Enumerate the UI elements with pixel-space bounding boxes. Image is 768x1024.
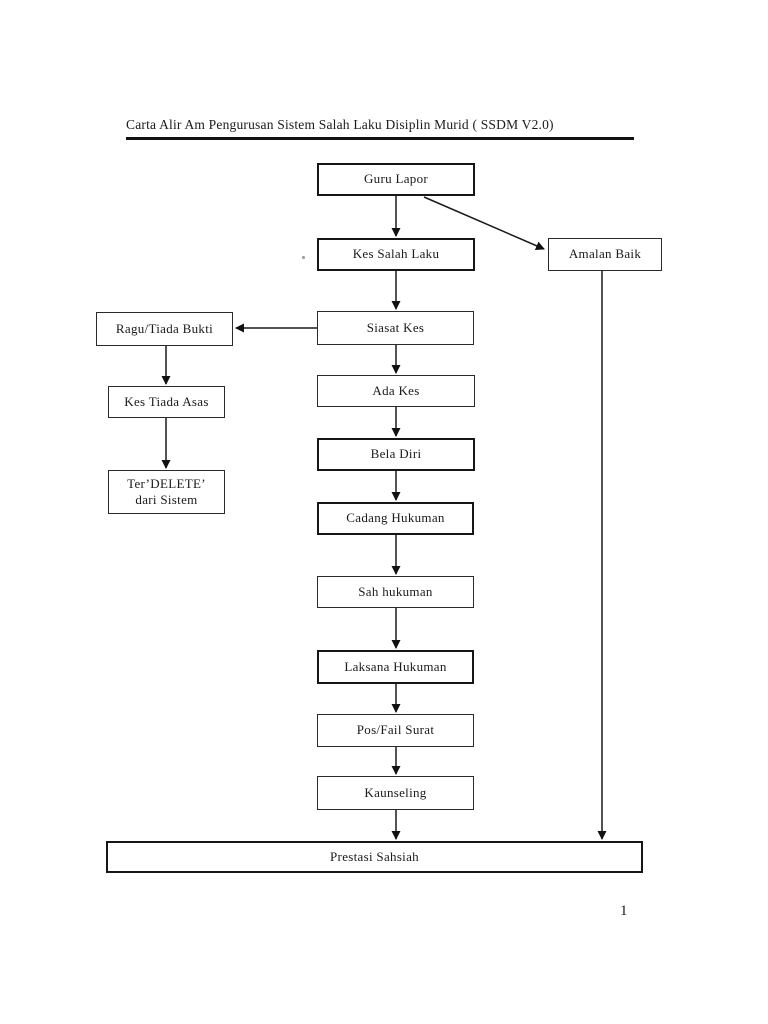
node-ada-kes: Ada Kes	[317, 375, 475, 407]
node-kaunseling: Kaunseling	[317, 776, 474, 810]
arrow-guru-lapor-to-amalan-baik	[423, 196, 545, 250]
stray-mark	[302, 256, 305, 259]
node-ter-delete-dari-sistem: Ter’DELETE’ dari Sistem	[108, 470, 225, 514]
node-prestasi-sahsiah: Prestasi Sahsiah	[106, 841, 643, 873]
page-number: 1	[620, 903, 628, 919]
node-kes-salah-laku: Kes Salah Laku	[317, 238, 475, 271]
node-kes-tiada-asas: Kes Tiada Asas	[108, 386, 225, 418]
node-bela-diri: Bela Diri	[317, 438, 475, 471]
node-sah-hukuman: Sah hukuman	[317, 576, 474, 608]
node-siasat-kes: Siasat Kes	[317, 311, 474, 345]
page-title: Carta Alir Am Pengurusan Sistem Salah La…	[126, 117, 634, 140]
node-cadang-hukuman: Cadang Hukuman	[317, 502, 474, 535]
node-guru-lapor: Guru Lapor	[317, 163, 475, 196]
node-pos-fail-surat: Pos/Fail Surat	[317, 714, 474, 747]
node-laksana-hukuman: Laksana Hukuman	[317, 650, 474, 684]
node-ragu-tiada-bukti: Ragu/Tiada Bukti	[96, 312, 233, 346]
node-amalan-baik: Amalan Baik	[548, 238, 662, 271]
